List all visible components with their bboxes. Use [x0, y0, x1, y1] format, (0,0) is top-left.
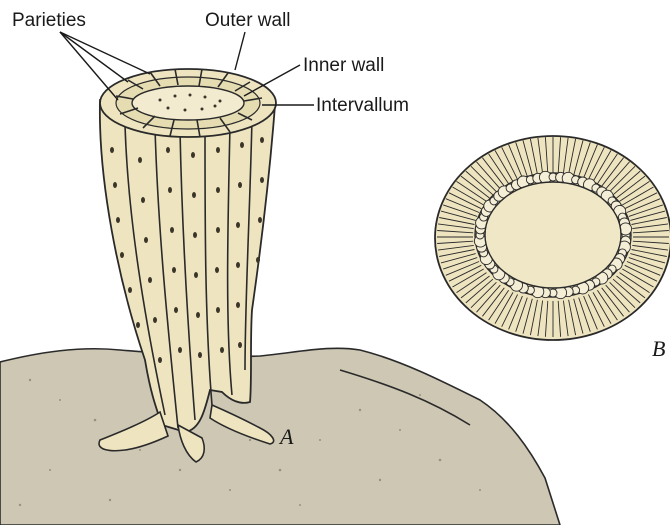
panel-label-a: A [278, 424, 294, 449]
label-inner-wall: Inner wall [303, 55, 384, 76]
label-intervallum: Intervallum [316, 95, 409, 116]
panel-label-b: B [652, 336, 665, 361]
central-cavity [485, 182, 621, 288]
inner-wall-rim [132, 86, 244, 120]
label-parieties: Parieties [12, 10, 86, 31]
label-outer-wall: Outer wall [205, 10, 291, 31]
outer-wall-leader [235, 32, 245, 70]
